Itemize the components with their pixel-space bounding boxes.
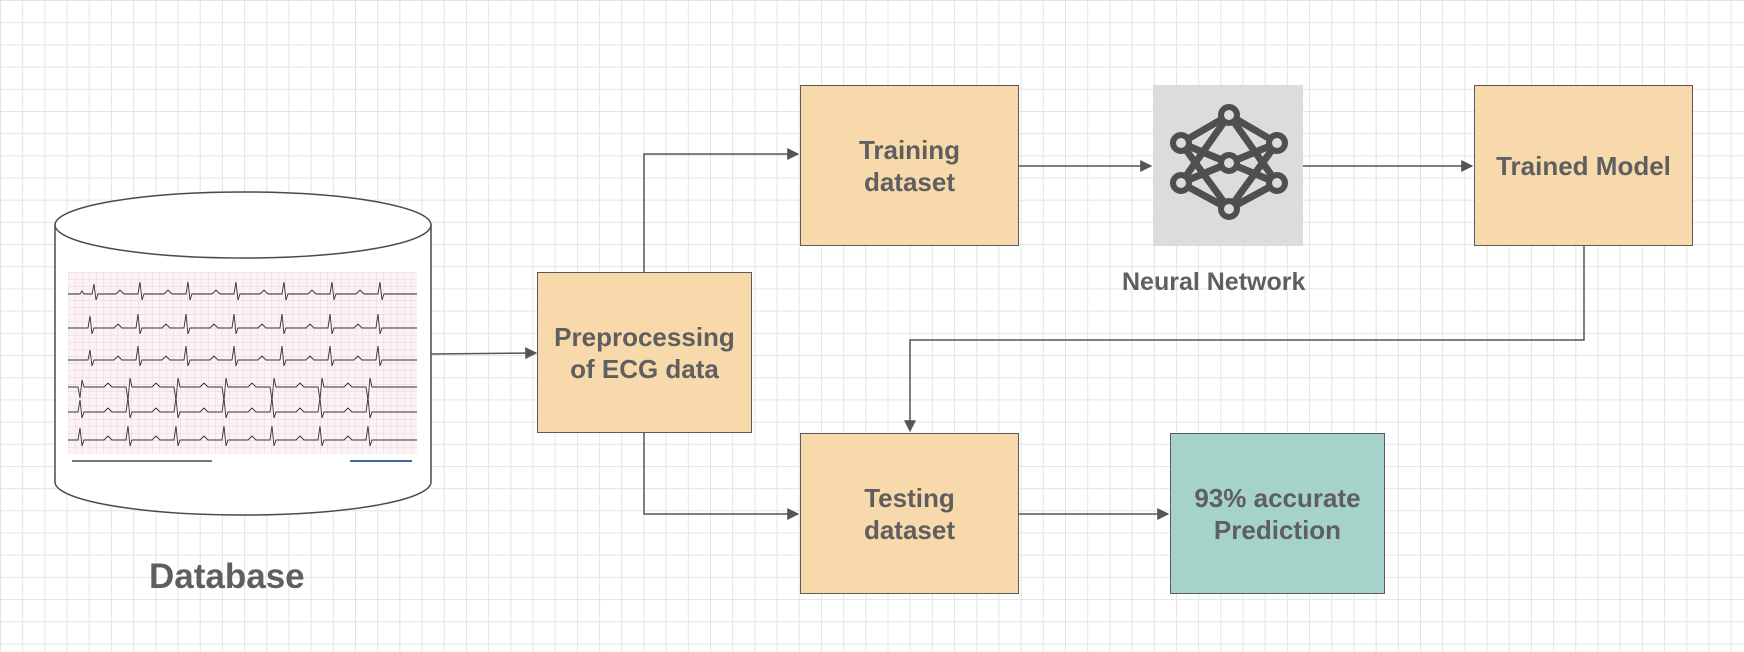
arrow-database-to-preprocessing xyxy=(430,347,538,360)
prediction-label: 93% accurate Prediction xyxy=(1194,482,1361,545)
prediction-box[interactable]: 93% accurate Prediction xyxy=(1170,433,1385,594)
trained-model-box[interactable]: Trained Model xyxy=(1474,85,1693,246)
connectors xyxy=(430,148,1585,520)
arrow-preprocessing-to-training xyxy=(643,148,800,272)
preprocessing-label: Preprocessing of ECG data xyxy=(554,321,735,384)
training-dataset-label: Training dataset xyxy=(858,134,961,197)
arrow-preprocessing-to-testing xyxy=(643,433,800,520)
neural-network-label: Neural Network xyxy=(1122,268,1306,296)
testing-dataset-label: Testing dataset xyxy=(863,482,956,545)
trained-model-label: Trained Model xyxy=(1496,150,1671,181)
testing-dataset-box[interactable]: Testing dataset xyxy=(800,433,1019,594)
ecg-strip-image xyxy=(68,272,417,468)
database-label: Database xyxy=(149,557,305,596)
preprocessing-box[interactable]: Preprocessing of ECG data xyxy=(537,272,752,433)
training-dataset-box[interactable]: Training dataset xyxy=(800,85,1019,246)
neural-network-icon[interactable] xyxy=(1153,85,1303,246)
arrow-model-to-testing xyxy=(904,246,1585,433)
